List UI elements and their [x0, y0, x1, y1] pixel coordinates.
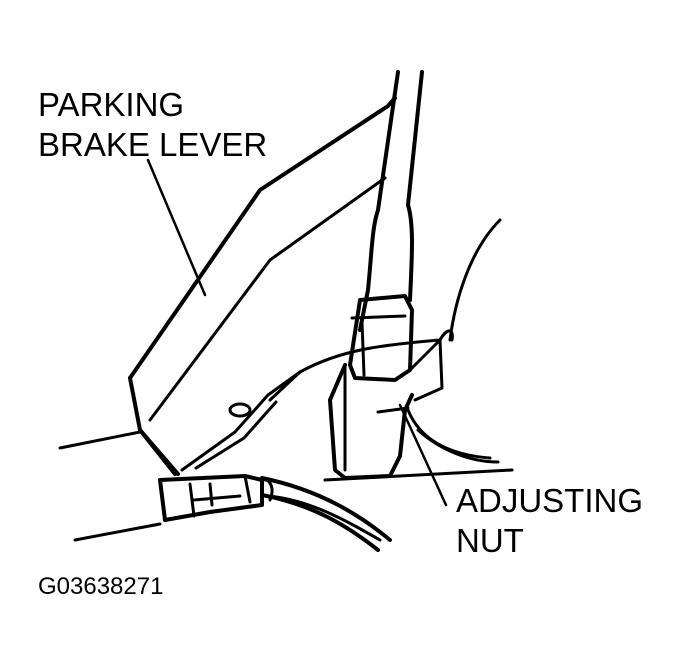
leader-adjusting-nut [398, 403, 448, 507]
background-contours [268, 218, 502, 402]
lever-rod [358, 70, 424, 332]
switch-wire [180, 370, 392, 552]
bolt-hole [228, 402, 252, 418]
label-adjusting-line2: NUT [456, 522, 524, 559]
label-parking-line1: PARKING [38, 86, 185, 123]
adjusting-nut-shape [348, 294, 414, 382]
bracket [328, 329, 500, 480]
label-parking-line2: BRAKE LEVER [38, 126, 268, 163]
wire-connector [158, 474, 274, 522]
leader-parking-brake-lever [146, 158, 207, 297]
lever-body [128, 96, 397, 476]
figure-id: G03638271 [38, 573, 164, 600]
label-adjusting-line1: ADJUSTING [456, 482, 644, 519]
